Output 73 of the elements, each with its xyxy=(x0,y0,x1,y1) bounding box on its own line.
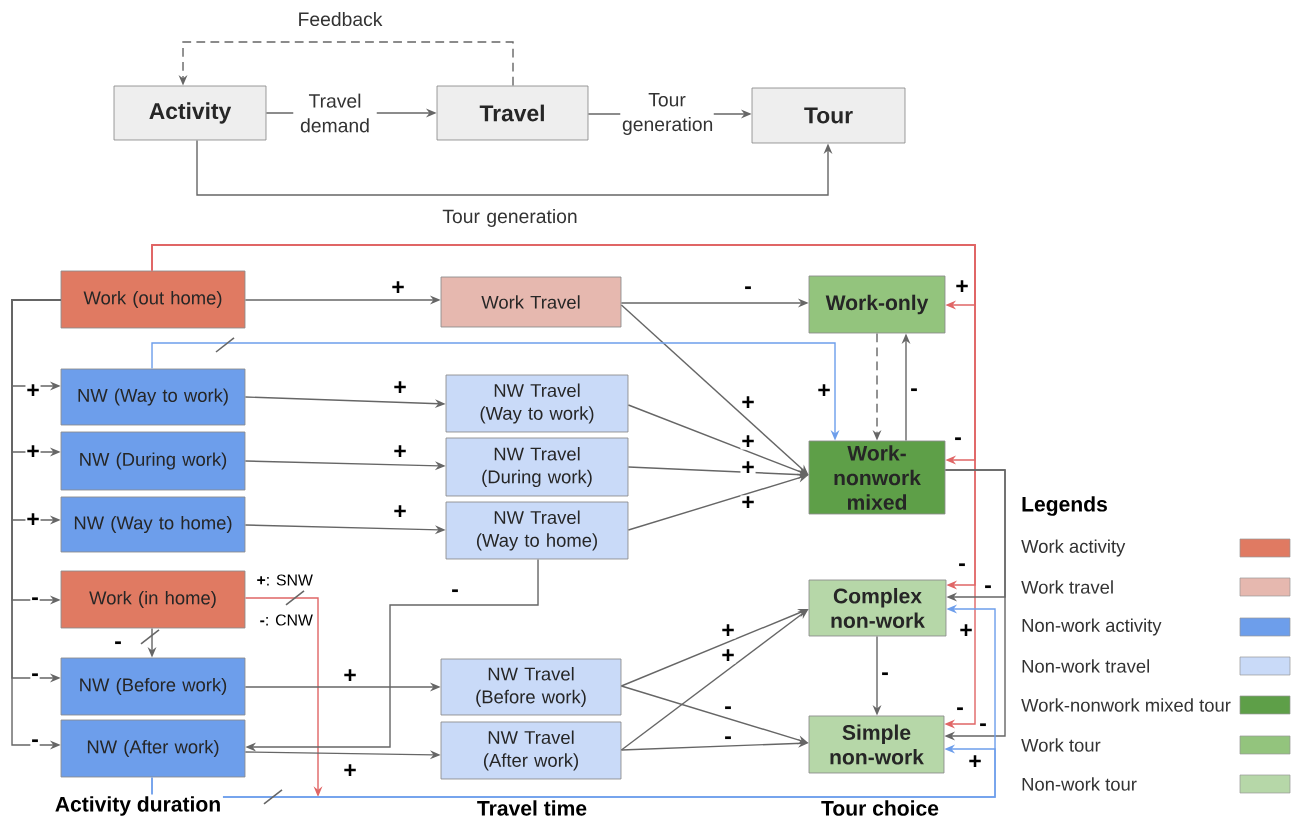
legend-label: Work tour xyxy=(1021,738,1101,752)
edge-label: - xyxy=(30,672,40,682)
column-heading: Activity duration xyxy=(53,794,223,818)
arrow xyxy=(944,469,1006,741)
edge-label: - xyxy=(957,562,967,572)
edge-label: Travel demand xyxy=(293,91,377,135)
legend-label: Non-work tour xyxy=(1022,777,1137,791)
legend-label: Non-work travel xyxy=(1022,659,1149,673)
edge-label: + xyxy=(342,668,358,684)
process-box: NW Travel (After work) xyxy=(440,721,622,780)
process-box: NW Travel (Way to work) xyxy=(445,374,629,433)
legend-label: Non-work activity xyxy=(1022,618,1162,636)
edge-label: + xyxy=(740,495,756,511)
edge-label: - xyxy=(955,706,965,716)
edge-label: Tour generation xyxy=(433,207,587,229)
process-box: Work (out home) xyxy=(60,270,246,329)
edge-label: + xyxy=(958,623,974,639)
process-box: NW (During work) xyxy=(60,431,246,491)
column-heading: Travel time xyxy=(475,798,589,818)
edge-label: - xyxy=(450,588,460,598)
edge-label: - xyxy=(30,738,40,748)
edge-label: + xyxy=(740,434,756,450)
process-box: NW Travel (Before work) xyxy=(440,658,622,716)
process-box: NW (Way to home) xyxy=(60,496,246,553)
edge-label: + xyxy=(720,648,736,664)
edge-label: + xyxy=(25,512,41,528)
legend-label: Work-nonwork mixed tour xyxy=(1021,698,1231,712)
column-heading: Tour choice xyxy=(819,798,941,818)
edge-label: + xyxy=(954,279,970,295)
edge-label: - xyxy=(743,285,753,295)
edge-label: - xyxy=(978,722,988,732)
process-box: Simple non-work xyxy=(808,715,945,774)
edge-label: + xyxy=(25,444,41,460)
edge-label: - xyxy=(953,436,963,446)
process-box: Complex non-work xyxy=(808,579,947,637)
process-box: NW (Before work) xyxy=(60,657,246,716)
arrow xyxy=(151,244,976,729)
edge-label: - xyxy=(723,735,733,745)
edge-label: - xyxy=(113,640,123,650)
process-box: Work-only xyxy=(808,275,946,334)
note-text: -: CNW xyxy=(257,612,315,628)
edge-label: Feedback xyxy=(293,10,387,28)
process-box: Work (in home) xyxy=(60,570,246,629)
edge-label: + xyxy=(392,444,408,460)
edge-label: + xyxy=(740,395,756,411)
edge-label: - xyxy=(909,387,919,397)
edge-label: + xyxy=(816,383,832,399)
edge-label: - xyxy=(983,584,993,594)
process-box: Travel xyxy=(436,85,589,141)
process-box: NW (After work) xyxy=(60,719,246,778)
edge-label: + xyxy=(390,280,406,296)
edge-label: - xyxy=(30,596,40,606)
process-box: Tour xyxy=(751,87,906,144)
note-text: +: SNW xyxy=(254,572,315,588)
edge-label: + xyxy=(392,504,408,520)
process-box: NW Travel (Way to home) xyxy=(445,501,629,560)
process-box: Work Travel xyxy=(440,276,622,328)
process-box: Activity xyxy=(113,85,267,141)
legend-label: Work activity xyxy=(1021,539,1126,557)
process-box: Work-nonwork mixed xyxy=(808,440,946,515)
process-box: NW (Way to work) xyxy=(60,368,246,426)
edge-label: Tour generation xyxy=(620,91,714,137)
edge-label: + xyxy=(392,380,408,396)
edge-label: + xyxy=(967,754,983,770)
edge-label: + xyxy=(25,383,41,399)
process-box: NW Travel (During work) xyxy=(445,437,629,497)
legend-title: Legends xyxy=(1019,494,1110,518)
edge-label: + xyxy=(342,763,358,779)
edge-label: - xyxy=(880,671,890,681)
edge-label: - xyxy=(723,705,733,715)
edge-label: + xyxy=(720,623,736,639)
legend-label: Work travel xyxy=(1021,580,1113,594)
edge-label: + xyxy=(740,460,756,476)
